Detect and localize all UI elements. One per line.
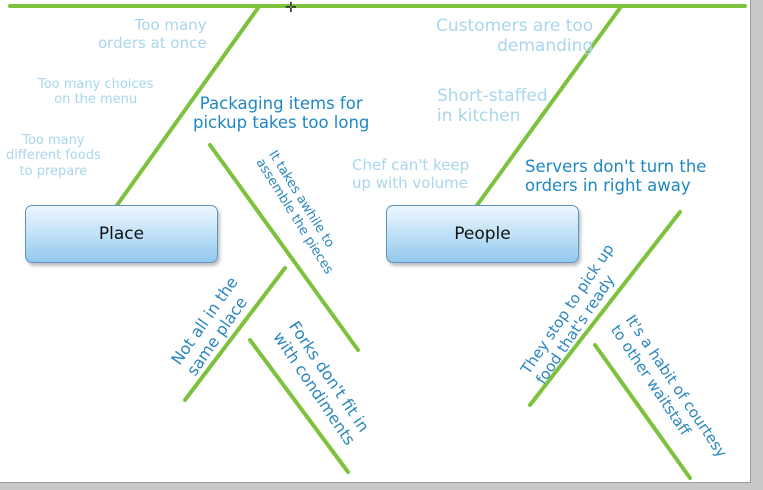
category-label-place: Place: [98, 224, 145, 244]
category-box-place: Place: [25, 205, 218, 263]
cause-short-staffed: Short-staffed in kitchen: [437, 86, 548, 127]
cause-too-many-foods: Too many different foods to prepare: [6, 133, 101, 179]
people-bone-line: [473, 6, 622, 210]
cause-servers-dont-turn: Servers don't turn the orders in right a…: [525, 157, 707, 196]
category-box-people: People: [386, 205, 579, 263]
habit-branch-line: [593, 343, 692, 480]
packaging-branch-line: [208, 143, 360, 352]
forks-branch-line: [248, 338, 350, 474]
cause-chef-cant-keep-up: Chef can't keep up with volume: [352, 156, 470, 192]
servers-branch-line: [528, 210, 682, 407]
move-cursor-icon: ✛: [285, 0, 297, 16]
fishbone-diagram: Too many orders at once Too many choices…: [0, 0, 751, 483]
cause-packaging: Packaging items for pickup takes too lon…: [193, 94, 370, 133]
cause-too-many-choices: Too many choices on the menu: [38, 77, 154, 108]
place-bone-line: [113, 6, 260, 210]
cause-customers-demanding: Customers are too demanding: [436, 16, 594, 57]
diagram-lines: [8, 4, 747, 480]
category-label-people: People: [454, 224, 511, 244]
cause-too-many-orders: Too many orders at once: [98, 16, 207, 52]
not-all-same-place-branch-line: [183, 266, 287, 402]
